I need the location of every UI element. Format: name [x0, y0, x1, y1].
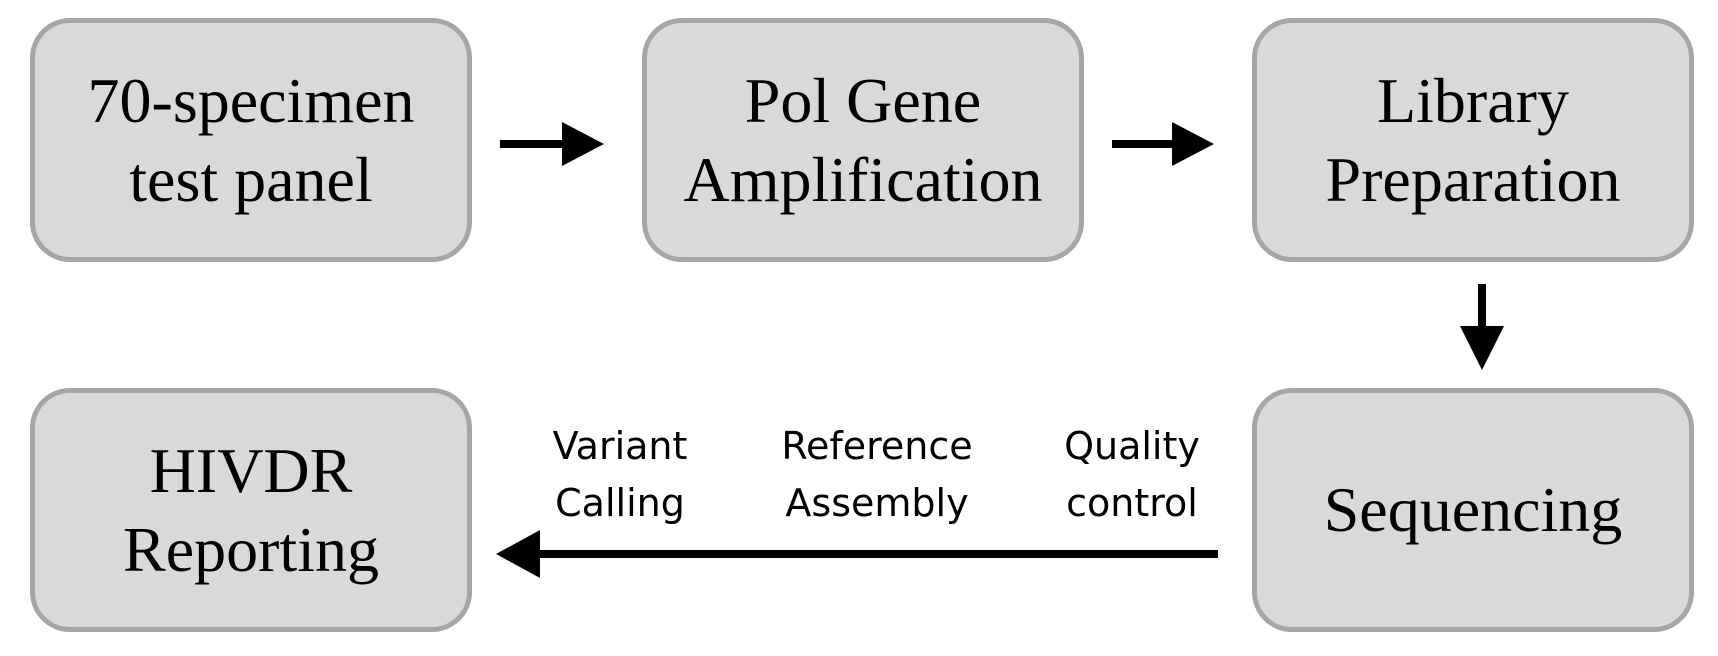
node-amplification-line2: Amplification — [683, 144, 1043, 215]
node-amplification-line1: Pol Gene — [744, 64, 982, 136]
node-library-line2: Preparation — [1325, 144, 1621, 215]
step-quality-control: Quality control — [1042, 418, 1222, 532]
step-quality-control-line2: control — [1066, 481, 1198, 525]
arrow-specimen-to-amplification — [500, 122, 604, 166]
arrow-amplification-to-library — [1112, 122, 1214, 166]
arrow-library-to-sequencing — [1460, 284, 1504, 370]
step-variant-calling: Variant Calling — [530, 418, 710, 532]
node-library-line1: Library — [1377, 64, 1569, 136]
step-reference-assembly-line2: Assembly — [785, 481, 969, 525]
node-reporting-line1: HIVDR — [149, 434, 353, 506]
arrow-sequencing-to-reporting — [496, 530, 1218, 578]
step-reference-assembly-line1: Reference — [781, 424, 973, 468]
node-reporting-line2: Reporting — [123, 514, 379, 585]
node-pol-gene-amplification: Pol Gene Amplification — [642, 18, 1084, 262]
node-sequencing: Sequencing — [1252, 388, 1694, 632]
node-specimen-line1: 70-specimen — [87, 64, 415, 136]
node-hivdr-reporting: HIVDR Reporting — [30, 388, 472, 632]
step-variant-calling-line1: Variant — [552, 424, 688, 468]
step-reference-assembly: Reference Assembly — [762, 418, 992, 532]
node-sequencing-line1: Sequencing — [1323, 474, 1623, 546]
step-quality-control-line1: Quality — [1064, 424, 1200, 468]
node-specimen-line2: test panel — [129, 144, 373, 215]
step-variant-calling-line2: Calling — [555, 481, 685, 525]
node-library-preparation: Library Preparation — [1252, 18, 1694, 262]
node-specimen-panel: 70-specimen test panel — [30, 18, 472, 262]
